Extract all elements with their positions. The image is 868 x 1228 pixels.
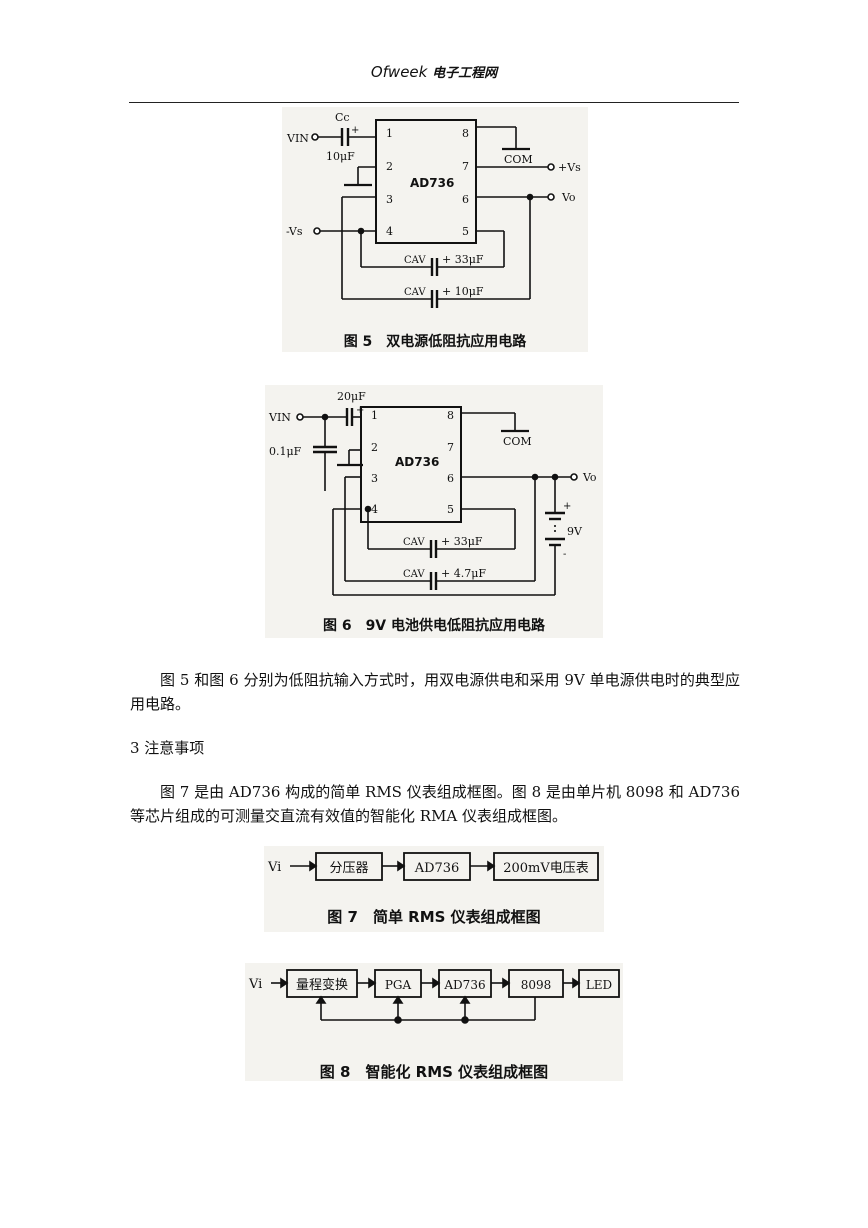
cav1-label: CAV — [404, 255, 426, 266]
section-heading: 3 注意事项 — [130, 739, 205, 757]
block-ad736: AD736 — [414, 861, 460, 876]
cbypass-label: 0.1μF — [269, 445, 302, 458]
cav2-value: + 10μF — [442, 285, 484, 298]
cav2-label: CAV — [404, 287, 426, 298]
pin-3: 3 — [371, 472, 378, 485]
figure-8: Vi 量程变换 PGA AD736 8098 LED 图 8 智能化 RMS 仪… — [245, 963, 623, 1081]
figure-7-caption: 图 7 简单 RMS 仪表组成框图 — [327, 908, 541, 926]
pin-8: 8 — [462, 127, 469, 140]
figure-7: Vi 分压器 AD736 200mV电压表 图 7 简单 RMS 仪表组成框图 — [264, 846, 604, 932]
vo-label: Vo — [561, 191, 576, 204]
figure-6-caption: 图 6 9V 电池供电低阻抗应用电路 — [322, 618, 546, 634]
pin-2: 2 — [386, 160, 393, 173]
block-range-switch: 量程变换 — [296, 977, 348, 993]
vs-neg-label: -Vs — [286, 225, 303, 238]
figure-8-diagram: Vi 量程变换 PGA AD736 8098 LED — [248, 969, 620, 1024]
vo-label: Vo — [582, 471, 597, 484]
figure-5-caption: 图 5 双电源低阻抗应用电路 — [343, 334, 527, 350]
block-voltmeter: 200mV电压表 — [503, 861, 589, 876]
cc-label: Cc — [335, 111, 350, 124]
block-ad736: AD736 — [443, 978, 485, 992]
cav2-label: CAV — [403, 569, 425, 580]
cav1-value: + 33μF — [442, 253, 484, 266]
vin-label: VIN — [286, 132, 309, 145]
cav2-value: + 4.7μF — [441, 567, 486, 580]
battery-plus: + — [563, 501, 571, 512]
pin-1: 1 — [386, 127, 393, 140]
com-label: COM — [503, 435, 532, 448]
pin-8: 8 — [447, 409, 454, 422]
figure-6-circuit: VIN 20μF + 0.1μF 1 2 3 4 5 6 7 8 AD736 C… — [268, 390, 597, 596]
pin-4: 4 — [371, 503, 378, 516]
pin-3: 3 — [386, 193, 393, 206]
pin-4: 4 — [386, 225, 393, 238]
cin-label: 20μF — [337, 390, 366, 403]
block-8098: 8098 — [521, 978, 552, 992]
paragraph-2: 图 7 是由 AD736 构成的简单 RMS 仪表组成框图。图 8 是由单片机 … — [130, 783, 740, 825]
cav1-value: + 33μF — [441, 535, 483, 548]
pin-1: 1 — [371, 409, 378, 422]
vs-pos-label: +Vs — [558, 161, 581, 174]
header-divider — [129, 102, 739, 103]
battery-minus: - — [563, 549, 566, 560]
header-subtitle: 电子工程网 — [432, 66, 498, 81]
paragraph-1: 图 5 和图 6 分别为低阻抗输入方式时，用双电源供电和采用 9V 单电源供电时… — [130, 671, 740, 713]
com-label: COM — [504, 153, 533, 166]
block-divider: 分压器 — [329, 861, 368, 876]
cc-value: 10μF — [326, 150, 355, 163]
figure-5-circuit: VIN Cc + 10μF 1 2 3 4 5 6 7 8 AD736 COM … — [286, 111, 581, 308]
input-label: Vi — [248, 977, 262, 992]
cin-plus: + — [356, 405, 364, 416]
figure-8-caption: 图 8 智能化 RMS 仪表组成框图 — [319, 1063, 549, 1081]
chip-label: AD736 — [395, 455, 439, 469]
vin-label: VIN — [268, 411, 291, 424]
pin-5: 5 — [462, 225, 469, 238]
chip-label: AD736 — [410, 176, 454, 190]
pin-7: 7 — [447, 441, 454, 454]
pin-7: 7 — [462, 160, 469, 173]
pin-6: 6 — [447, 472, 454, 485]
cc-plus: + — [351, 125, 359, 136]
block-pga: PGA — [385, 978, 412, 992]
pin-5: 5 — [447, 503, 454, 516]
cav1-label: CAV — [403, 537, 425, 548]
figure-6: VIN 20μF + 0.1μF 1 2 3 4 5 6 7 8 AD736 C… — [265, 385, 603, 638]
pin-2: 2 — [371, 441, 378, 454]
header-brand: Ofweek — [370, 63, 428, 81]
figure-5: VIN Cc + 10μF 1 2 3 4 5 6 7 8 AD736 COM … — [282, 107, 588, 352]
input-label: Vi — [267, 860, 281, 875]
figure-7-diagram: Vi 分压器 AD736 200mV电压表 — [267, 852, 599, 881]
battery-label: 9V — [567, 525, 583, 538]
pin-6: 6 — [462, 193, 469, 206]
block-led: LED — [586, 978, 612, 992]
page-header: Ofweek 电子工程网 — [0, 62, 868, 81]
